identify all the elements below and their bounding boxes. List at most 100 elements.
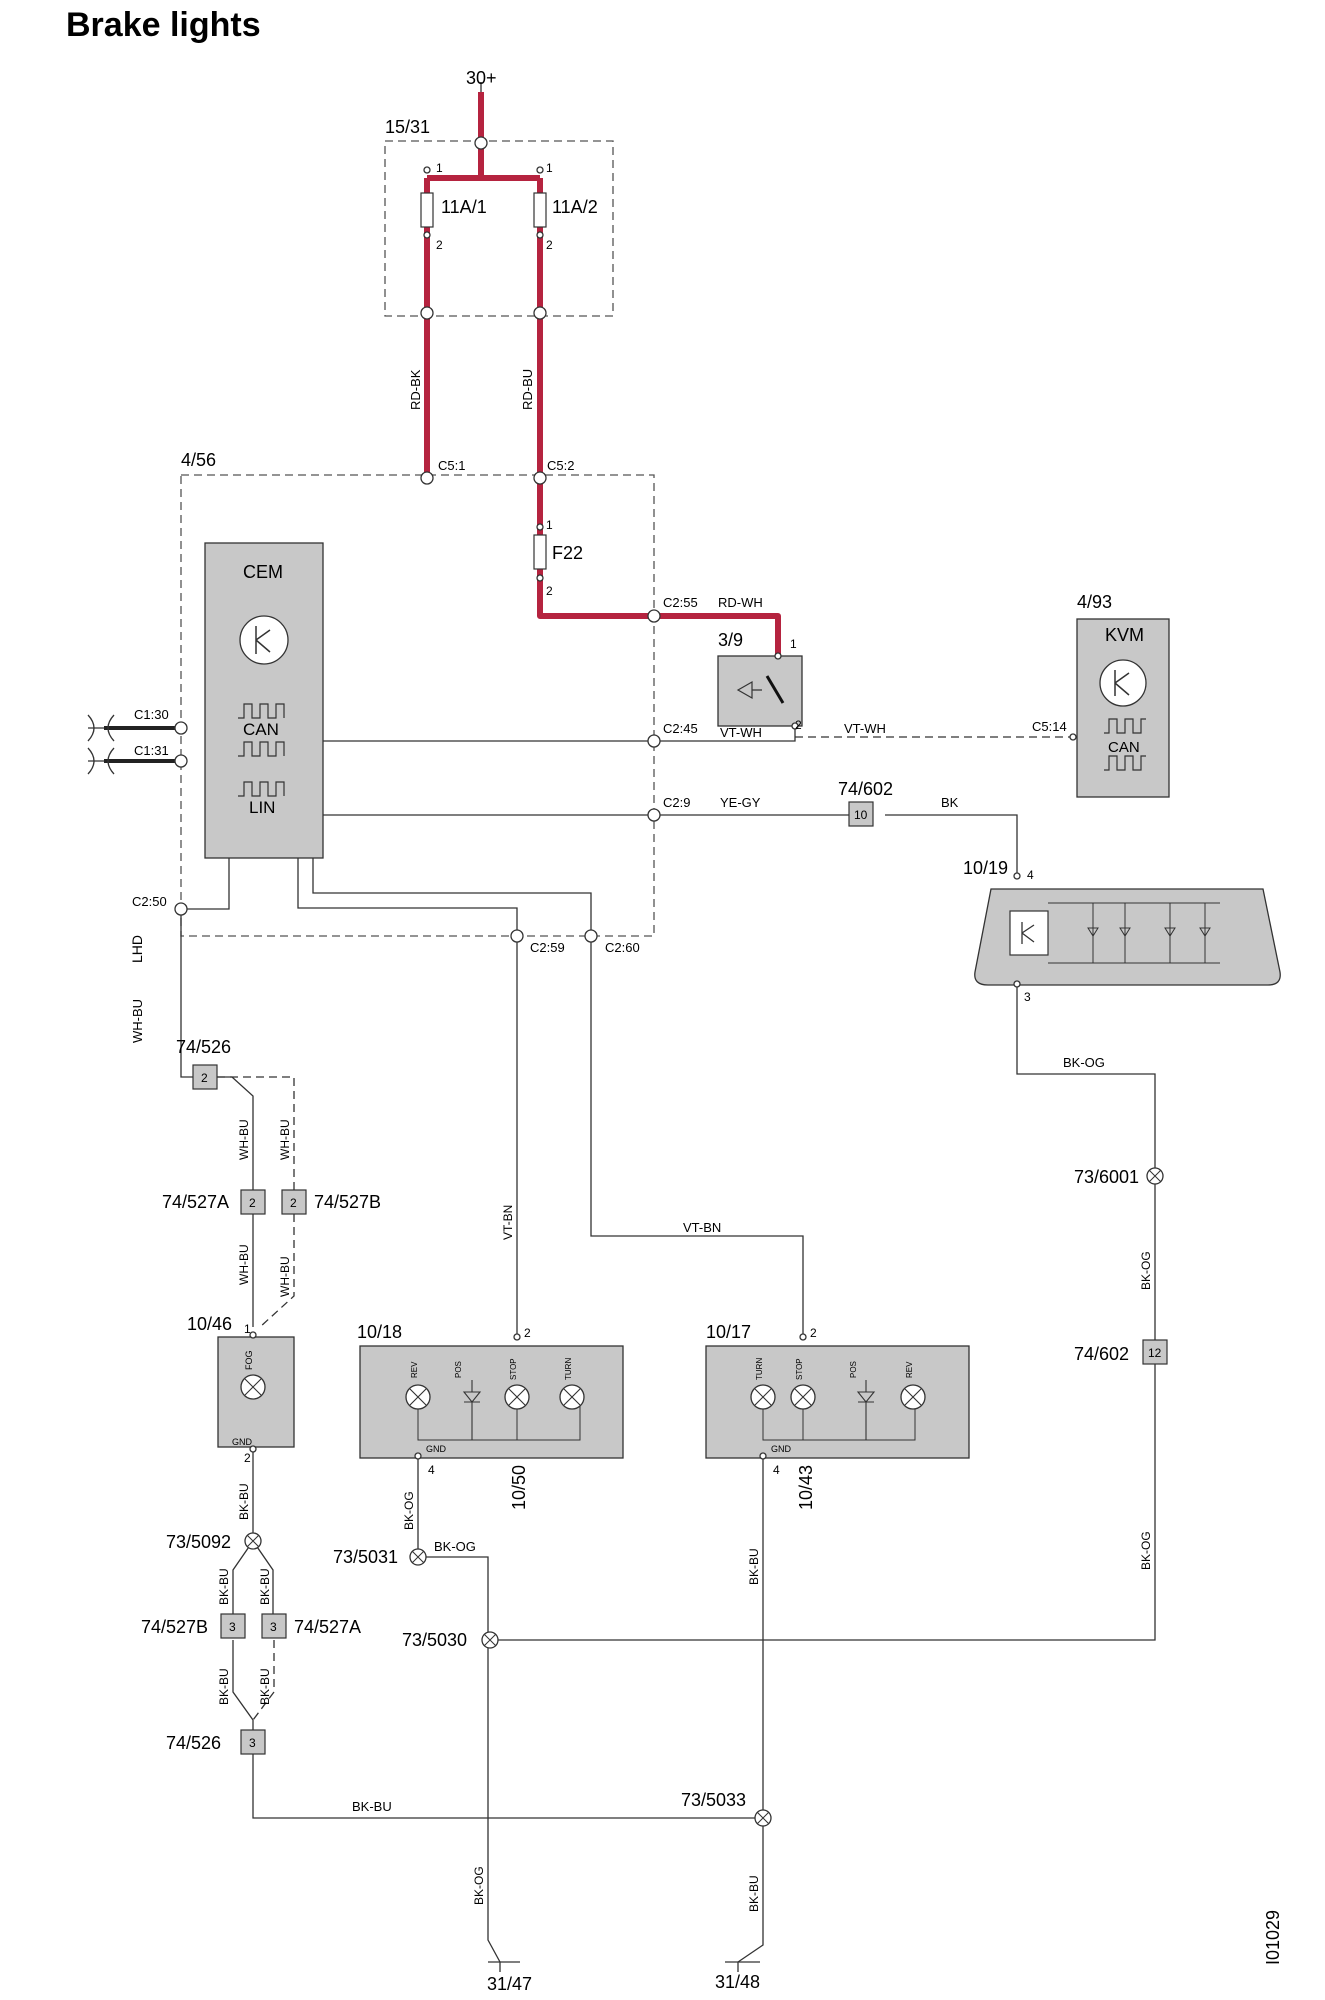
kvm-name: KVM (1105, 625, 1144, 645)
conn-c5-14: C5:14 (1032, 719, 1067, 734)
diagram-title: Brake lights (66, 6, 261, 44)
joint-74-527b-b: 74/527B (141, 1617, 208, 1637)
wire-bk-bu-f1: BK-BU (217, 1568, 231, 1605)
wire-bk-og-left2: BK-OG (434, 1539, 476, 1554)
conn-c2-50: C2:50 (132, 894, 167, 909)
lamp-left-stop: STOP (509, 1358, 518, 1380)
wire-bk: BK (941, 795, 959, 810)
fog-lamp-module (217, 1336, 295, 1448)
wire-bk-bu-fog: BK-BU (237, 1483, 251, 1520)
lhd-label: LHD (129, 935, 145, 963)
document-id: I01029 (1263, 1910, 1283, 1965)
switch-pin-2: 2 (795, 718, 802, 732)
wire-bk-og-hs: BK-OG (1063, 1055, 1105, 1070)
wire-rd-bu: RD-BU (520, 369, 535, 410)
conn-c1-30: C1:30 (134, 707, 169, 722)
ground-31-47: 31/47 (487, 1974, 532, 1994)
lamp-right-pin-2: 2 (810, 1326, 817, 1340)
conn-c1-31: C1:31 (134, 743, 169, 758)
wire-bk-bu-right: BK-BU (747, 1548, 761, 1585)
pin-2-a: 2 (436, 238, 443, 252)
wire-rd-wh: RD-WH (718, 595, 763, 610)
joint-74-527a-b-pin: 3 (270, 1620, 277, 1634)
joint-74-527a-a-pin: 2 (249, 1196, 256, 1210)
kvm-ecu (1076, 618, 1170, 798)
rear-lamp-right-module (705, 1345, 970, 1459)
fog-pin-1: 1 (244, 1322, 251, 1336)
conn-c5-2: C5:2 (547, 458, 574, 473)
fuse-f22-label: F22 (552, 543, 583, 563)
fog-id: 10/46 (187, 1314, 232, 1334)
power-wires (424, 92, 781, 656)
high-stop-pin-3: 3 (1024, 990, 1031, 1004)
dashed-wires (217, 736, 1073, 1721)
conn-c2-9: C2:9 (663, 795, 690, 810)
wire-wh-bu-2: WH-BU (278, 1119, 292, 1160)
conn-c2-55: C2:55 (663, 595, 698, 610)
joint-74-526-a: 74/526 (176, 1037, 231, 1057)
joint-74-602-b: 74/602 (1074, 1344, 1129, 1364)
high-mounted-stop-lamp (974, 888, 1281, 986)
ground-73-6001: 73/6001 (1074, 1167, 1139, 1187)
kvm-id: 4/93 (1077, 592, 1112, 612)
rear-lamp-left-module (359, 1345, 624, 1459)
lamp-right-id: 10/17 (706, 1322, 751, 1342)
cem-ecu (204, 542, 324, 859)
joint-74-526-b-pin: 3 (249, 1736, 256, 1750)
high-stop-pin-4: 4 (1027, 868, 1034, 882)
cem-lin: LIN (249, 798, 275, 817)
pin-1-b: 1 (546, 161, 553, 175)
lamp-right-ref: 10/43 (796, 1465, 816, 1510)
fog-gnd: GND (232, 1437, 253, 1447)
joint-74-527b-a: 74/527B (314, 1192, 381, 1212)
fuse-symbols (420, 192, 547, 570)
wire-vt-wh-a: VT-WH (720, 725, 762, 740)
lamp-left-gnd: GND (426, 1444, 447, 1454)
ground-73-5031: 73/5031 (333, 1547, 398, 1567)
joint-74-602-a: 74/602 (838, 779, 893, 799)
lamp-right-turn: TURN (755, 1358, 764, 1380)
wire-ye-gy: YE-GY (720, 795, 761, 810)
conn-c2-60: C2:60 (605, 940, 640, 955)
high-stop-id: 10/19 (963, 858, 1008, 878)
pin-1-a: 1 (436, 161, 443, 175)
joint-74-527b-b-pin: 3 (229, 1620, 236, 1634)
signal-wires (88, 82, 1156, 1972)
wire-bk-bu-bottom: BK-BU (352, 1799, 392, 1814)
ground-splices (244, 1167, 1164, 1827)
lamp-right-pos: POS (849, 1361, 858, 1378)
wire-bk-bu-right2: BK-BU (747, 1875, 761, 1912)
conn-c5-1: C5:1 (438, 458, 465, 473)
wire-wh-bu-1: WH-BU (237, 1119, 251, 1160)
lamp-right-pin-4: 4 (773, 1463, 780, 1477)
pin-2-b: 2 (546, 238, 553, 252)
wire-bk-og-left3: BK-OG (472, 1866, 486, 1905)
wire-bk-og-r1: BK-OG (1139, 1251, 1153, 1290)
conn-c2-59: C2:59 (530, 940, 565, 955)
wire-bk-og-r2: BK-OG (1139, 1531, 1153, 1570)
lamp-right-gnd: GND (771, 1444, 792, 1454)
joint-74-527a-b: 74/527A (294, 1617, 361, 1637)
cem-module-id: 4/56 (181, 450, 216, 470)
wire-vt-bn-left: VT-BN (501, 1205, 515, 1240)
conn-c2-45: C2:45 (663, 721, 698, 736)
brake-light-switch (717, 655, 803, 727)
fog-pin-2: 2 (244, 1451, 251, 1465)
fuse2-label: 11A/2 (552, 197, 598, 217)
fuse-box-id: 15/31 (385, 117, 430, 137)
joint-74-526-a-pin: 2 (201, 1071, 208, 1085)
wire-bk-bu-f3: BK-BU (217, 1668, 231, 1705)
lamp-left-pin-4: 4 (428, 1463, 435, 1477)
lamp-left-turn: TURN (564, 1358, 573, 1380)
fog-fn: FOG (244, 1351, 254, 1371)
wire-bk-bu-f4: BK-BU (258, 1668, 272, 1705)
fuse-box-outline (384, 140, 614, 317)
joint-74-527a-a: 74/527A (162, 1192, 229, 1212)
lamp-left-pin-2: 2 (524, 1326, 531, 1340)
lamp-right-rev: REV (905, 1361, 914, 1378)
connector-pins (174, 136, 1077, 1460)
pin-f22-1: 1 (546, 518, 553, 532)
can-bus-stubs (87, 714, 180, 775)
ground-31-48: 31/48 (715, 1972, 760, 1992)
labels: 30+ 15/31 11A/1 11A/2 1 1 2 2 RD-BK RD-B… (129, 68, 1283, 1994)
